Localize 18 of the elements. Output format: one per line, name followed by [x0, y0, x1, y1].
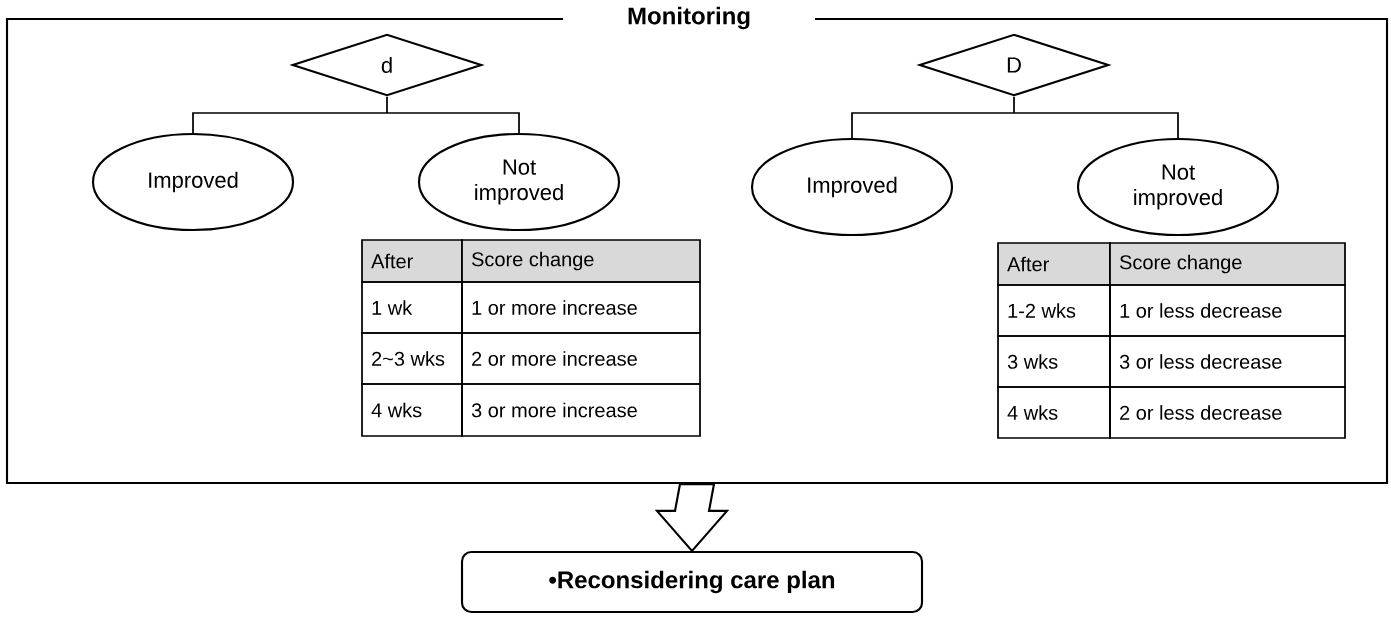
table-header-cell: After	[997, 242, 1111, 286]
table-header-cell: After	[361, 239, 463, 283]
connector-line	[192, 95, 520, 134]
table-cell: 3 or less decrease	[1109, 335, 1346, 388]
table-cell: 2~3 wks	[361, 332, 463, 385]
table-cell: 3 wks	[997, 335, 1111, 388]
table-cell: 2 or more increase	[461, 332, 701, 385]
action-box: •Reconsidering care plan	[460, 550, 924, 614]
table-cell: 1 wk	[361, 281, 463, 334]
table-cell: 3 or more increase	[461, 383, 701, 437]
block-arrow	[654, 483, 730, 553]
table-cell: 1-2 wks	[997, 284, 1111, 337]
table-cell: 1 or less decrease	[1109, 284, 1346, 337]
table-cell: 4 wks	[997, 386, 1111, 439]
table-cell: 4 wks	[361, 383, 463, 437]
table-cell: 1 or more increase	[461, 281, 701, 334]
connector-line	[851, 95, 1179, 139]
table-cell: 2 or less decrease	[1109, 386, 1346, 439]
